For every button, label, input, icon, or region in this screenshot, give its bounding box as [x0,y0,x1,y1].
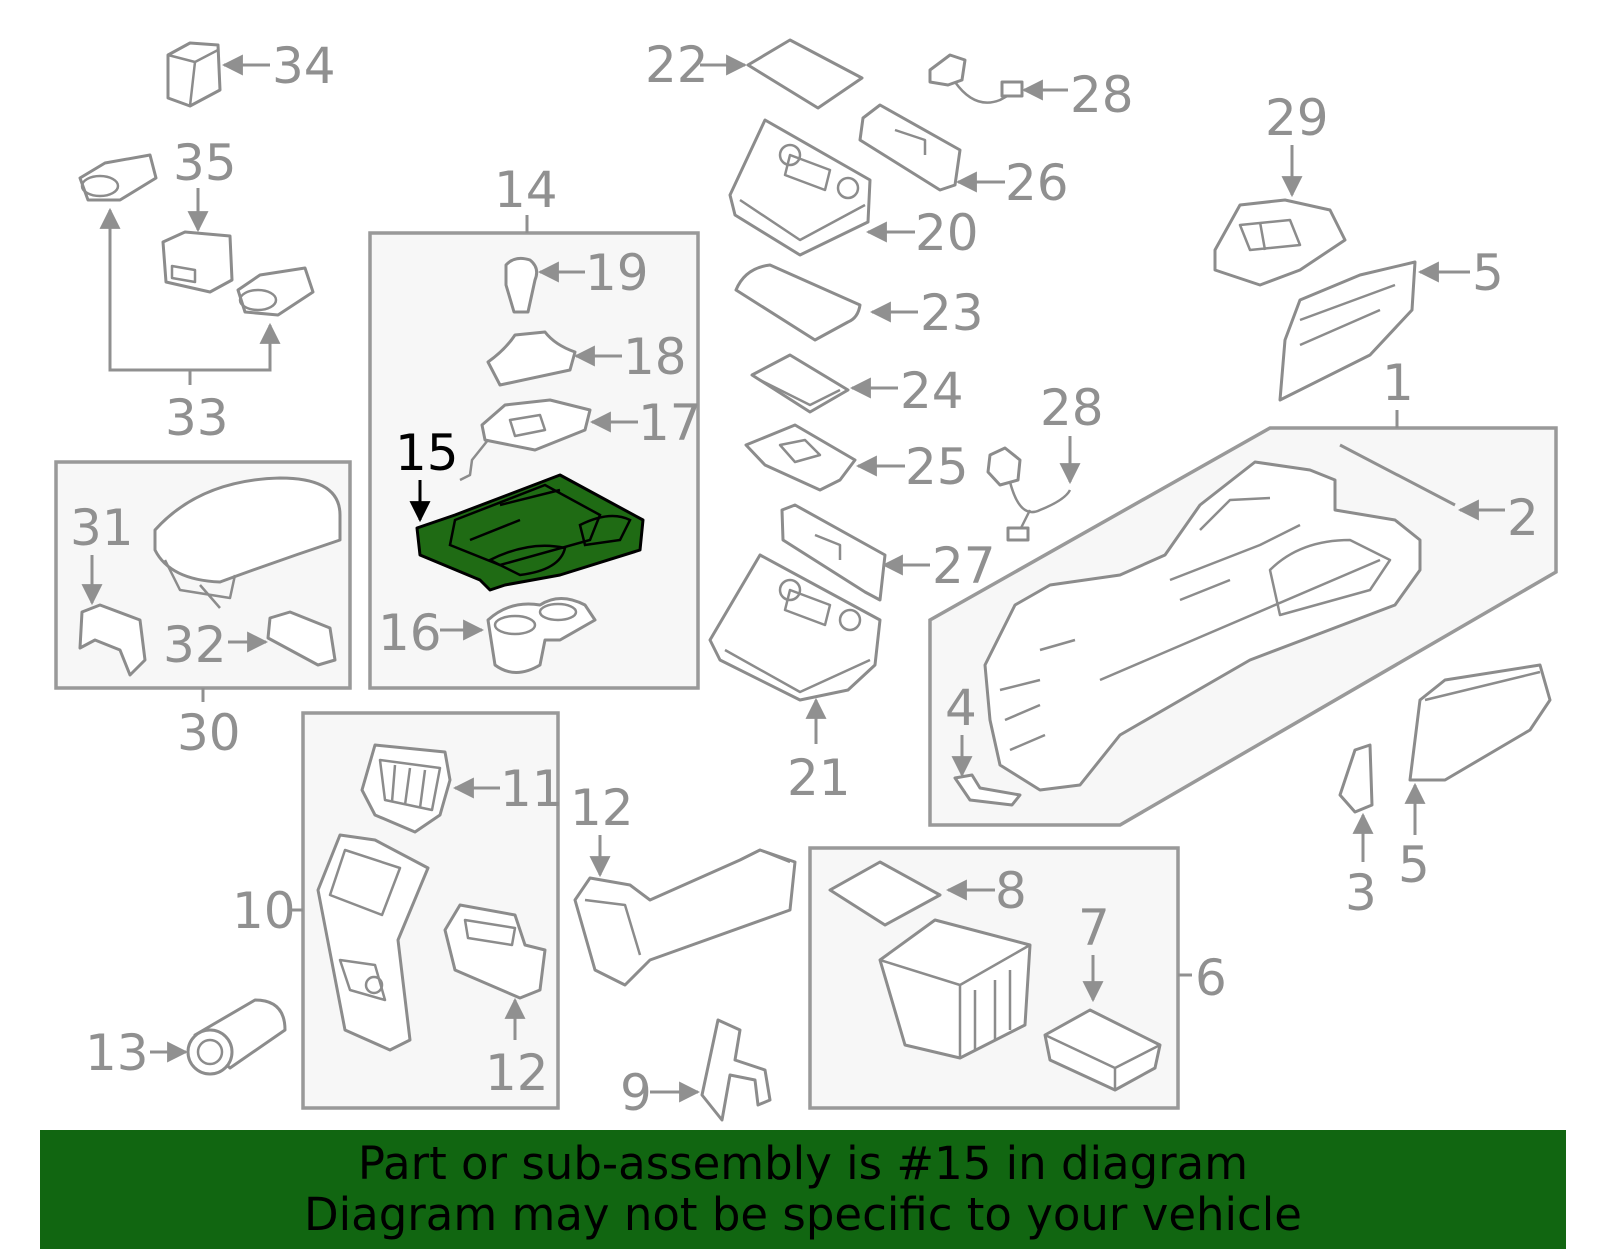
label-18: 18 [623,328,687,386]
label-30: 30 [177,704,241,762]
part-27-bracket [780,503,887,602]
part-7-tray [1043,1008,1162,1092]
label-5-bottom: 5 [1398,836,1430,894]
part-30-armrest [153,476,342,609]
info-banner: Part or sub-assembly is #15 in diagram D… [40,1130,1566,1249]
part-12-rear-outlet [443,903,547,1000]
part-35-switch [161,230,234,294]
banner-line-1: Part or sub-assembly is #15 in diagram [357,1137,1249,1190]
label-35: 35 [173,134,237,192]
label-25: 25 [905,438,969,496]
part-22-mat [746,38,864,110]
label-8: 8 [995,862,1027,920]
label-6: 6 [1195,949,1227,1007]
part-20-storage-panel [728,118,872,257]
label-9: 9 [620,1064,652,1122]
part-5-side-panel-top [1278,260,1417,402]
part-12-air-duct [573,848,797,987]
label-14: 14 [494,161,558,219]
part-16-cup-holder [486,597,597,674]
label-24: 24 [900,362,964,420]
part-17-shifter-plate [459,398,592,482]
label-31: 31 [70,499,134,557]
parts-diagram: 34 35 33 31 32 30 14 19 18 [54,36,1558,1122]
part-29-switch-panel [1213,198,1347,287]
part-25-bezel [744,423,857,492]
part-10-rear-panel [316,833,430,1052]
part-26-bracket [858,103,962,192]
label-13: 13 [85,1024,149,1082]
label-3: 3 [1345,864,1377,922]
label-17: 17 [638,394,702,452]
part-9-bracket [700,1018,772,1122]
label-32: 32 [163,616,227,674]
label-16: 16 [378,604,442,662]
part-15-console-tray-highlighted [415,473,645,592]
banner-line-2: Diagram may not be specific to your vehi… [304,1188,1302,1241]
label-5-top: 5 [1472,244,1504,302]
part-3-clip [1338,743,1374,814]
label-26: 26 [1005,154,1069,212]
part-19-shift-knob [504,256,539,314]
part-5-side-panel-bottom [1408,663,1552,782]
label-27: 27 [932,537,996,595]
part-33-usb-port-right [236,266,315,317]
label-23: 23 [920,284,984,342]
label-7: 7 [1078,899,1110,957]
label-4: 4 [945,679,977,737]
label-2: 2 [1507,489,1539,547]
label-28-middle: 28 [1040,379,1104,437]
label-20: 20 [915,204,979,262]
label-19: 19 [585,244,649,302]
label-11: 11 [500,760,564,818]
label-21: 21 [787,749,851,807]
part-33-usb-port-left [78,153,158,202]
label-12-top: 12 [570,779,634,837]
part-6-storage-bin [878,918,1032,1060]
part-28-wiring-middle [986,446,1072,542]
label-34: 34 [272,37,336,95]
label-10: 10 [232,882,296,940]
part-28-wiring-top [928,53,1024,104]
label-33: 33 [165,389,229,447]
part-11-air-vent [360,743,452,834]
part-23-mat [734,263,862,342]
label-28-top: 28 [1070,66,1134,124]
label-1: 1 [1382,354,1414,412]
label-29: 29 [1265,89,1329,147]
label-15: 15 [395,424,459,482]
part-34-clip [166,41,222,108]
label-12-bottom: 12 [485,1044,549,1102]
part-31-bracket [78,603,147,677]
part-1-console-body [983,460,1422,792]
part-8-mat [828,860,942,927]
label-22: 22 [645,36,709,94]
part-13-cigarette-lighter [186,998,287,1076]
part-21-lower-panel [708,553,882,702]
part-4-clip [953,773,1022,807]
part-24-tray [750,353,850,414]
